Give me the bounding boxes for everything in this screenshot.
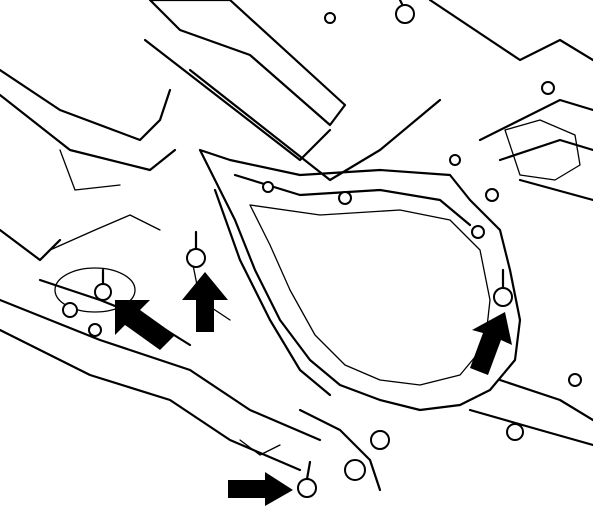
- arrow-center-bolt: [182, 272, 228, 332]
- lower-bracket: [239, 408, 390, 492]
- bolt-center: [186, 230, 206, 268]
- center-crossmember: [198, 148, 522, 412]
- bolt-bottom: [297, 460, 317, 498]
- arrow-left-bolt: [115, 300, 175, 350]
- arrow-bottom-bolt: [228, 472, 293, 506]
- bolt-right: [493, 268, 513, 307]
- left-body-panel: [0, 68, 177, 262]
- upper-frame-rail: [143, 0, 593, 182]
- bolt-left: [94, 268, 112, 301]
- right-frame-member: [468, 81, 593, 447]
- arrow-right-bolt: [470, 312, 512, 375]
